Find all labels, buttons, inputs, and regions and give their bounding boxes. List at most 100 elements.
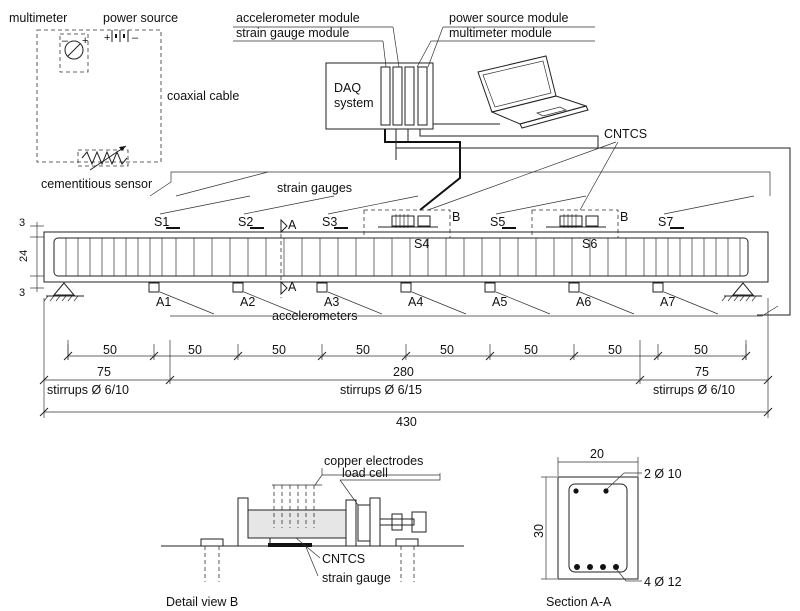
accelerometer-a5 xyxy=(484,282,496,293)
zone-right: 75 xyxy=(695,365,709,379)
strain-gauge-s1: S1 xyxy=(154,215,169,229)
stirrups-left: stirrups Ø 6/10 xyxy=(47,383,129,397)
multimeter-module-label: multimeter module xyxy=(449,26,552,40)
resistor-icon xyxy=(81,150,128,166)
span-label: 50 xyxy=(524,343,538,357)
daq-system: accelerometer module strain gauge module… xyxy=(233,11,791,316)
span-labels: 50 50 50 50 50 50 50 50 xyxy=(103,343,708,357)
accelerometer-label-a3: A3 xyxy=(324,295,339,309)
accelerometer-a3 xyxy=(316,282,328,293)
detail-mark-2: B xyxy=(620,210,628,224)
strain-gauge-s4: S4 xyxy=(414,237,429,251)
stirrups-mid: stirrups Ø 6/15 xyxy=(340,383,422,397)
accelerometer-a2 xyxy=(232,282,244,293)
detail-b-box-left xyxy=(363,209,451,239)
strain-gauge-s2: S2 xyxy=(238,215,253,229)
svg-text:–: – xyxy=(132,32,139,44)
height-bottom: 3 xyxy=(19,287,25,299)
battery-icon: + – xyxy=(104,30,139,44)
multimeter-box xyxy=(59,33,89,73)
right-support xyxy=(721,282,762,302)
dimension-chains: 50 50 50 50 50 50 50 50 75 280 75 stirrups Ø 6/… xyxy=(39,298,773,429)
multimeter-icon xyxy=(64,40,84,60)
section-height: 30 xyxy=(532,524,546,538)
strain-gauge-s3: S3 xyxy=(322,215,337,229)
span-ticks xyxy=(63,344,751,361)
height-top: 3 xyxy=(19,217,25,229)
stirrups-right: stirrups Ø 6/10 xyxy=(653,383,735,397)
stirrup-lines xyxy=(65,238,741,276)
section-a-a-title: Section A-A xyxy=(546,595,612,609)
load-cell-label: load cell xyxy=(342,466,388,480)
accelerometer-label-a1: A1 xyxy=(156,295,171,309)
span-label: 50 xyxy=(440,343,454,357)
height-mid: 24 xyxy=(18,250,30,262)
detail-b-box-right xyxy=(531,209,619,239)
cntcs-specimen-left xyxy=(378,214,438,228)
height-dimension: 3 24 3 xyxy=(18,217,44,299)
beam-outline xyxy=(43,231,769,283)
zone-mid: 280 xyxy=(393,365,414,379)
daq-label-line1: DAQ xyxy=(334,81,361,95)
sensor-cable xyxy=(384,129,461,211)
accelerometer-label-a4: A4 xyxy=(408,295,423,309)
span-label: 50 xyxy=(272,343,286,357)
accelerometer-a6 xyxy=(568,282,580,293)
accelerometer-label-a5: A5 xyxy=(492,295,507,309)
daq-label-line2: system xyxy=(334,96,374,110)
copper-electrodes xyxy=(272,484,322,528)
cementitious-sensor-box xyxy=(77,149,129,167)
bottom-bars-label: 4 Ø 12 xyxy=(644,575,682,589)
strain-gauge-s7: S7 xyxy=(658,215,673,229)
multimeter-label: multimeter xyxy=(9,11,67,25)
svg-text:+: + xyxy=(82,35,88,47)
span-label: 50 xyxy=(608,343,622,357)
zone-left: 75 xyxy=(97,365,111,379)
strain-gauges-label: strain gauges xyxy=(277,181,352,195)
detail-view-b-title: Detail view B xyxy=(166,595,238,609)
power-source-module-label: power source module xyxy=(449,11,569,25)
strain-gauge-module-label: strain gauge module xyxy=(236,26,349,40)
section-mark-bottom: A xyxy=(288,280,297,294)
cntcs-detail-label: CNTCS xyxy=(322,552,365,566)
cntcs-specimen-right xyxy=(546,214,606,228)
span-label: 50 xyxy=(103,343,117,357)
cntcs-top-label: CNTCS xyxy=(604,127,647,141)
strain-gauge-s6: S6 xyxy=(582,237,597,251)
strain-gauge-s5: S5 xyxy=(490,215,505,229)
strain-gauge-label: strain gauge xyxy=(322,571,391,585)
section-outline xyxy=(557,476,639,580)
laptop-icon xyxy=(477,55,589,129)
accelerometer-a1 xyxy=(148,282,160,293)
cementitious-sensor-label: cementitious sensor xyxy=(41,177,152,191)
accelerometer-label-a7: A7 xyxy=(660,295,675,309)
coaxial-cable-label: coaxial cable xyxy=(167,89,239,103)
span-label: 50 xyxy=(188,343,202,357)
svg-text:+: + xyxy=(104,32,110,44)
accelerometer-module-label: accelerometer module xyxy=(236,11,360,25)
detail-mark-1: B xyxy=(452,210,460,224)
span-label: 50 xyxy=(694,343,708,357)
accelerometers-label: accelerometers xyxy=(272,309,357,323)
left-support xyxy=(43,282,84,302)
section-mark-top: A xyxy=(288,218,297,232)
span-label: 50 xyxy=(356,343,370,357)
accelerometer-a4 xyxy=(400,282,412,293)
sensor-circuit: + – + – multimeter power source coaxial … xyxy=(9,11,239,191)
detail-view-b: copper electrodes load cell CNTCS strain… xyxy=(161,454,464,609)
top-bars-label: 2 Ø 10 xyxy=(644,467,682,481)
daq-box xyxy=(325,62,434,130)
total-length: 430 xyxy=(396,415,417,429)
copper-electrodes-label: copper electrodes xyxy=(324,454,423,468)
section-width: 20 xyxy=(590,447,604,461)
accelerometer-a7 xyxy=(652,282,664,293)
accelerometer-label-a2: A2 xyxy=(240,295,255,309)
power-source-label: power source xyxy=(103,11,178,25)
svg-text:–: – xyxy=(62,35,69,47)
section-stirrup xyxy=(568,483,628,573)
